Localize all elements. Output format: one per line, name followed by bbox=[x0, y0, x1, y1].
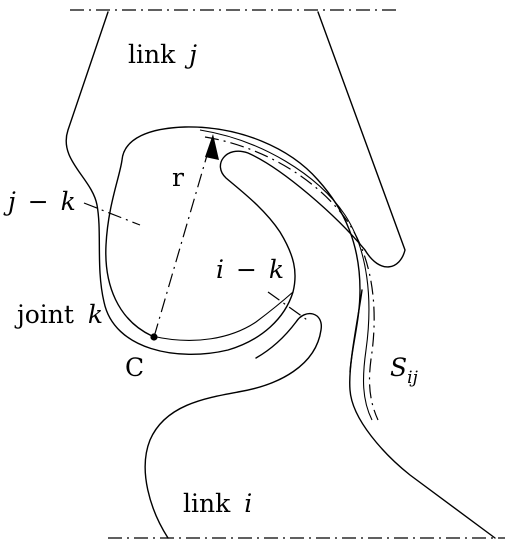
link-i-right-outline bbox=[349, 289, 496, 539]
center-point-c bbox=[150, 333, 158, 341]
joint-k-label: joint k bbox=[14, 300, 103, 329]
ik-leader-line bbox=[267, 291, 311, 323]
contact-surface-sij-solid bbox=[199, 129, 373, 421]
link-i-outline bbox=[144, 312, 322, 539]
center-label: C bbox=[125, 353, 144, 382]
jk-label: j − k bbox=[3, 187, 76, 216]
joint-k-inner-wall bbox=[151, 291, 294, 341]
link-i-label: link i bbox=[183, 489, 252, 518]
jk-leader-line bbox=[83, 202, 141, 226]
radius-label: r bbox=[172, 163, 184, 192]
ik-label: i − k bbox=[216, 255, 284, 284]
radius-arrowhead bbox=[205, 134, 219, 160]
contact-surface-sij-dashdot bbox=[204, 136, 379, 421]
link-j-inner-pocket bbox=[105, 126, 361, 373]
link-j-label: link j bbox=[128, 40, 197, 69]
radius-line bbox=[153, 144, 211, 338]
link-j-outline bbox=[65, 11, 406, 356]
sij-label: Sij bbox=[390, 353, 419, 388]
